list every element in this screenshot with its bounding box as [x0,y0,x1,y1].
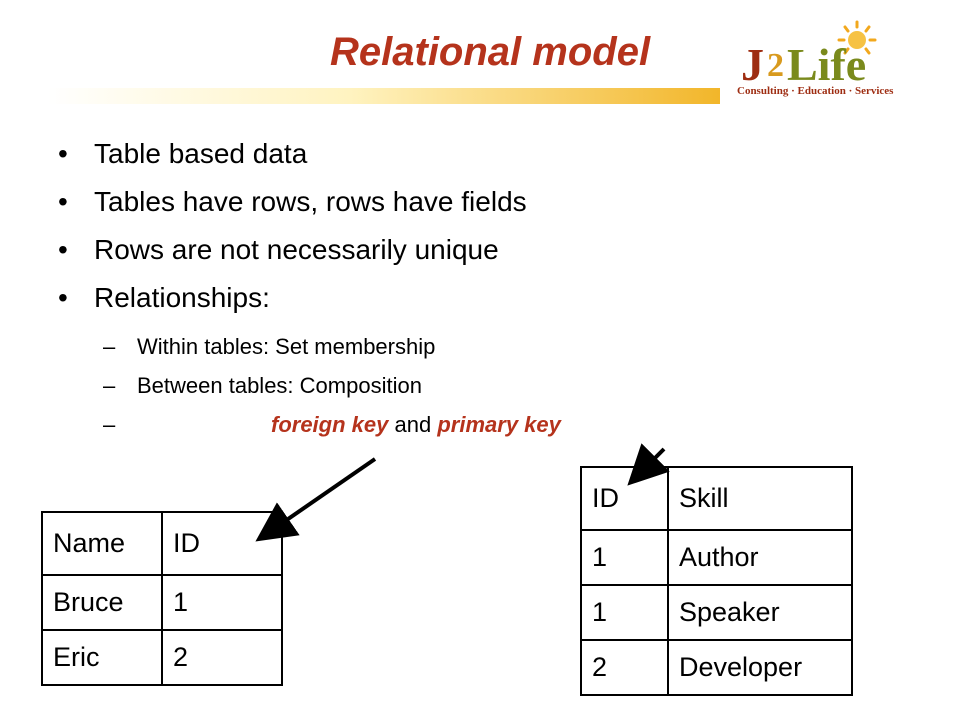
sub-bullet-within: Within tables: Set membership [103,330,561,369]
bullet-item: Rows are not necessarily unique [58,229,527,277]
table-cell: Speaker [667,584,853,641]
table-row: 1 Author [580,529,853,586]
people-table: Name ID Bruce 1 Eric 2 [41,511,283,686]
table-cell: Author [667,529,853,586]
slide-title: Relational model [330,30,651,74]
skills-table: ID Skill 1 Author 1 Speaker 2 Developer [580,466,853,696]
table-cell: Eric [41,629,163,686]
table-header-row: ID Skill [580,466,853,531]
table-header-cell: ID [580,466,669,531]
sub-bullet-between: Between tables: Composition [103,369,561,408]
table-cell: 1 [161,574,283,631]
table-cell: Bruce [41,574,163,631]
sun-icon [837,20,877,55]
table-cell: 2 [580,639,669,696]
table-header-cell: Name [41,511,163,576]
table-header-cell: ID [161,511,283,576]
svg-text:Life: Life [787,39,866,90]
table-row: 2 Developer [580,639,853,696]
and-label: and [394,412,432,437]
svg-text:J: J [741,39,764,90]
sub-bullet-list: Within tables: Set membership Between ta… [103,330,561,447]
sub-bullet-keys: foreign key and primary key [103,408,561,447]
table-cell: 2 [161,629,283,686]
table-cell: Developer [667,639,853,696]
svg-text:2: 2 [767,47,784,84]
table-row: Bruce 1 [41,574,283,631]
bullet-item: Table based data [58,133,527,181]
j2life-logo: J 2 Life Consulting · Education · Servic… [735,18,940,100]
table-cell: 1 [580,529,669,586]
title-underline [48,88,720,104]
bullet-item: Tables have rows, rows have fields [58,181,527,229]
table-row: 1 Speaker [580,584,853,641]
table-header-cell: Skill [667,466,853,531]
j2life-logo-graphic: J 2 Life Consulting · Education · Servic… [737,20,894,97]
table-header-row: Name ID [41,511,283,576]
table-row: Eric 2 [41,629,283,686]
table-cell: 1 [580,584,669,641]
foreign-key-label: foreign key [271,412,389,437]
bullet-item: Relationships: [58,277,527,325]
bullet-list: Table based data Tables have rows, rows … [58,133,527,325]
primary-key-label: primary key [437,412,561,437]
logo-tagline: Consulting · Education · Services [737,85,894,97]
